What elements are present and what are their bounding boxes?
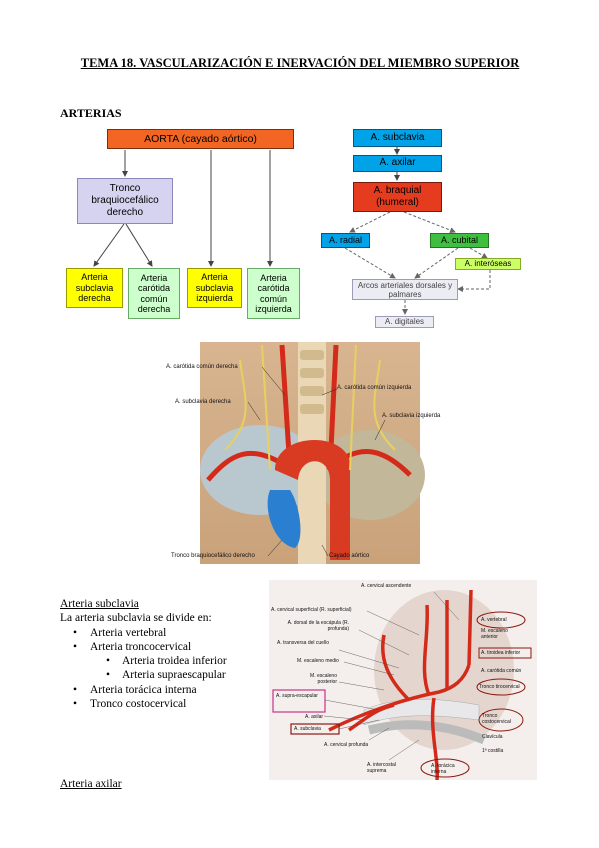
subclavia-izquierda-box: Arteria subclavia izquierda [187, 268, 242, 308]
label-tronco-tirocervical: Tronco tirocervical [479, 684, 520, 690]
aorta-box: AORTA (cayado aórtico) [107, 129, 294, 149]
cubital-box: A. cubital [430, 233, 489, 248]
label-intercostal-suprema: A. intercostal suprema [367, 762, 396, 774]
label-tronco: Tronco braquiocefálico derecho [171, 553, 255, 559]
label-escaleno-medio: M. escaleno medio [297, 658, 339, 664]
list-item: •Arteria troidea inferior [106, 655, 227, 668]
label-vertebral: A. vertebral [481, 617, 507, 623]
label-cervical-superficial: A. cervical superficial (R. superficial) [271, 607, 352, 613]
carotida-derecha-box: Arteria carótida común derecha [128, 268, 180, 319]
label-carotida-comun: A. carótida común [481, 668, 522, 674]
label-cayado: Cayado aórtico [329, 553, 370, 559]
label-toracica-interna: A. torácica interna [431, 763, 455, 775]
label-subclavia-izquierda: A. subclavia izquierda [382, 413, 441, 419]
list-item: •Arteria supraescapular [106, 669, 226, 682]
label-subclavia: A. subclavia [294, 726, 321, 732]
label-supraescapular: A. supra-escapular [276, 693, 318, 699]
bullet-list: •Arteria vertebral •Arteria troncocervic… [60, 626, 280, 712]
axilar-box: A. axilar [353, 155, 442, 172]
radial-box: A. radial [321, 233, 370, 248]
tronco-braquiocefalico-box: Tronco braquiocefálico derecho [77, 178, 173, 224]
label-carotida-izquierda: A. carótida común izquierda [337, 385, 412, 391]
subclavia-illustration [272, 589, 532, 780]
subclavia-derecha-box: Arteria subclavia derecha [66, 268, 123, 308]
figure-subclavia-branches: A. cervical ascendente A. cervical super… [269, 580, 537, 780]
list-item: •Arteria vertebral [73, 626, 167, 639]
interoseas-box: A. interóseas [455, 258, 521, 270]
label-costilla: 1ª costilla [482, 748, 504, 754]
label-escaleno-posterior: M. escaleno posterior [310, 673, 337, 685]
list-item: •Tronco costocervical [73, 698, 187, 711]
subclavia-heading: Arteria subclavia [60, 598, 139, 610]
label-cervical-ascendente: A. cervical ascendente [361, 583, 412, 589]
document-title: TEMA 18. VASCULARIZACIÓN E INERVACIÓN DE… [80, 56, 520, 70]
label-transversa-cuello: A. transversa del cuello [277, 640, 329, 646]
list-item: •Arteria troncocervical [73, 640, 192, 653]
label-cervical-profunda: A. cervical profunda [324, 742, 369, 748]
subclavia-section: Arteria subclavia La arteria subclavia s… [60, 597, 280, 711]
digitales-box: A. digitales [375, 316, 434, 328]
label-escaleno-anterior: M. escaleno anterior [481, 628, 508, 640]
arcos-box: Arcos arteriales dorsales y palmares [352, 279, 458, 300]
label-tronco-costocervical: Tronco costocervical [482, 713, 511, 725]
label-carotida-derecha: A. carótida común derecha [166, 364, 238, 370]
axilar-heading: Arteria axilar [60, 778, 122, 790]
subclavia-intro: La arteria subclavia se divide en: [60, 612, 212, 625]
subclavia-box: A. subclavia [353, 129, 442, 147]
braquial-box: A. braquial (humeral) [353, 182, 442, 212]
label-axilar: A. axilar [305, 714, 324, 720]
list-item: •Arteria torácica interna [73, 683, 197, 696]
section-heading: ARTERIAS [60, 106, 122, 120]
carotida-izquierda-box: Arteria carótida común izquierda [247, 268, 300, 319]
label-clavicula: Clavícula [482, 734, 503, 740]
label-dorsal-escapula: A. dorsal de la escápula (R. profunda) [287, 620, 349, 632]
label-subclavia-derecha: A. subclavia derecha [175, 399, 231, 405]
label-tiroidea-inferior: A. tiroidea inferior [481, 650, 521, 656]
